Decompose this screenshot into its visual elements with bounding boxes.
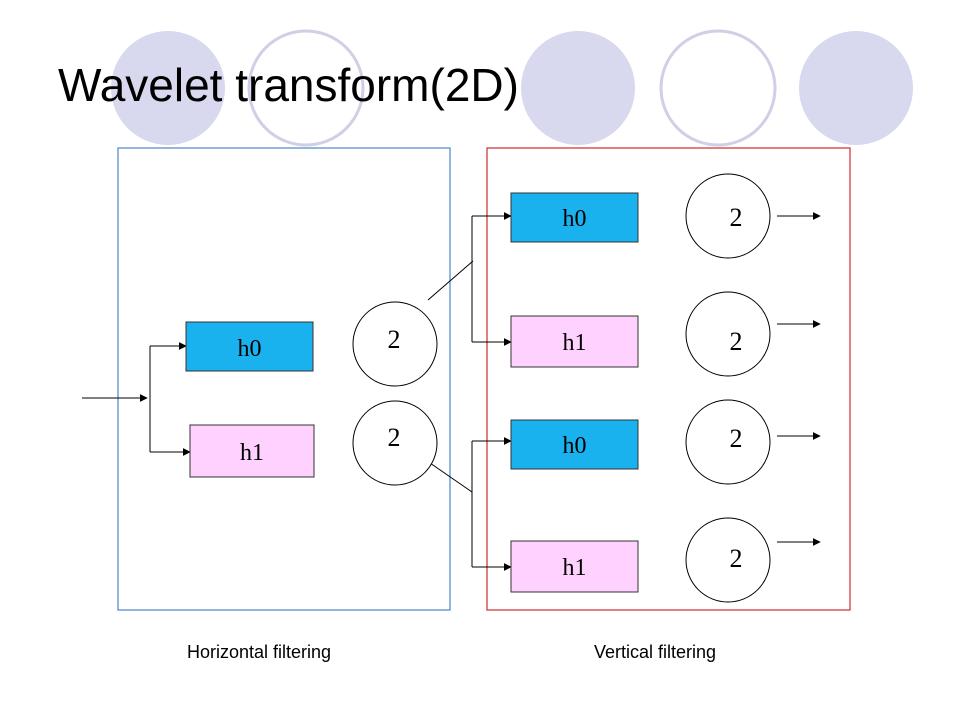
downsampler-circle: [352, 400, 438, 486]
filter-label: h0: [563, 206, 587, 232]
filter-label: h1: [563, 330, 587, 356]
downsampler-factor: 2: [730, 327, 743, 356]
vertical-filtering-caption: Vertical filtering: [594, 642, 717, 662]
decor-circle-5: [799, 31, 913, 145]
filter-box: [510, 192, 639, 243]
downsampler-factor: 2: [388, 423, 401, 452]
downsampler-factor: 2: [730, 424, 743, 453]
filter-box: [189, 424, 315, 478]
vertical-downsampler-1: 2: [685, 173, 771, 259]
filter-label: h1: [240, 440, 264, 466]
filter-box: [510, 315, 639, 368]
horizontal-filter-h0: h0: [185, 321, 314, 372]
vertical-filter-1: h0: [510, 192, 639, 243]
vertical-connections: [471, 197, 821, 589]
vertical-downsampler-4: 2: [685, 517, 771, 603]
decor-ring-4: [659, 29, 777, 147]
downsampler-circle: [352, 301, 438, 387]
vertical-downsampler-2: 2: [685, 291, 771, 377]
downsampler-factor: 2: [730, 544, 743, 573]
decor-ring-2: [247, 29, 365, 147]
horizontal-filtering-frame: [117, 147, 451, 611]
horizontal-filter-h1: h1: [189, 424, 315, 478]
downsampler-circle: [685, 291, 771, 377]
filter-label: h0: [238, 336, 262, 362]
filter-label: h0: [563, 433, 587, 459]
decor-circle-3: [521, 31, 635, 145]
vertical-downsampler-3: 2: [685, 399, 771, 485]
decor-circle-1: [111, 31, 225, 145]
downsampler-factor: 2: [730, 203, 743, 232]
horizontal-downsampler-1: 2: [352, 301, 438, 387]
filter-box: [510, 419, 639, 470]
filter-box: [185, 321, 314, 372]
downsampler-circle: [685, 517, 771, 603]
filter-label: h1: [563, 555, 587, 581]
vertical-filter-2: h1: [510, 315, 639, 368]
to-vertical-top-line: [427, 260, 474, 301]
downsampler-circle: [685, 173, 771, 259]
to-vertical-bottom-line: [429, 462, 473, 493]
vertical-filtering-frame: [486, 147, 851, 611]
horizontal-downsampler-2: 2: [352, 400, 438, 486]
horizontal-filtering-caption: Horizontal filtering: [187, 642, 332, 662]
downsampler-circle: [685, 399, 771, 485]
vertical-filter-4: h1: [510, 540, 639, 593]
filter-box: [510, 540, 639, 593]
vertical-filter-3: h0: [510, 419, 639, 470]
slide-title: Wavelet transform(2D): [58, 59, 519, 111]
downsampler-factor: 2: [388, 325, 401, 354]
